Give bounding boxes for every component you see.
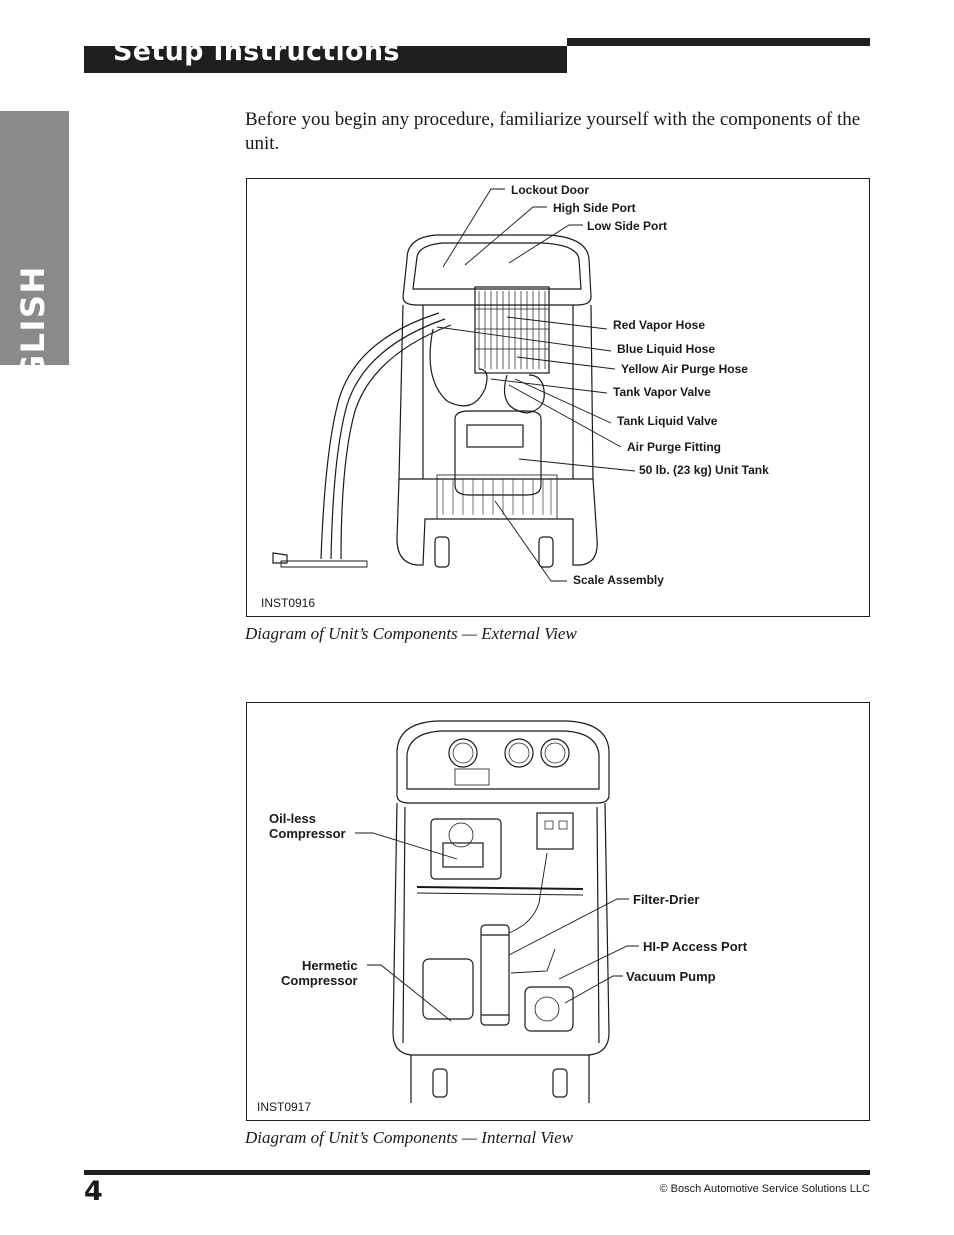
internal-view-figure: Oil-less Compressor Hermetic Compressor … [246, 702, 870, 1121]
figure-caption-external: Diagram of Unit’s Components — External … [245, 624, 577, 643]
page-number: 4 [84, 1176, 103, 1207]
callout-red-vapor-hose: Red Vapor Hose [613, 318, 706, 332]
callout-air-purge-fitting: Air Purge Fitting [627, 440, 721, 454]
callout-high-side-port: High Side Port [553, 201, 636, 215]
footer-rule [84, 1170, 870, 1175]
page-title: Setup Instructions [113, 36, 400, 67]
language-tab: ENGLISH [0, 111, 69, 433]
external-view-figure: Lockout Door High Side Port Low Side Por… [246, 178, 870, 617]
callout-tank-vapor-valve: Tank Vapor Valve [613, 385, 711, 399]
header-rule [567, 38, 870, 46]
figure-id: INST0917 [257, 1100, 312, 1114]
callout-tank-liquid-valve: Tank Liquid Valve [617, 414, 718, 428]
callout-scale-assembly: Scale Assembly [573, 573, 664, 587]
internal-view-illustration [355, 720, 639, 1103]
callout-blue-liquid-hose: Blue Liquid Hose [617, 342, 716, 356]
external-view-illustration [272, 188, 636, 582]
callout-vacuum-pump: Vacuum Pump [626, 969, 716, 984]
figure-caption-internal: Diagram of Unit’s Components — Internal … [245, 1128, 574, 1147]
callout-yellow-air-purge-hose: Yellow Air Purge Hose [621, 362, 748, 376]
header-bar [84, 46, 567, 73]
intro-paragraph: Before you begin any procedure, familiar… [245, 109, 861, 154]
callout-hi-p-access-port: HI-P Access Port [643, 939, 748, 954]
callout-lockout-door: Lockout Door [511, 183, 589, 197]
callout-low-side-port: Low Side Port [587, 219, 668, 233]
figure-id: INST0916 [261, 596, 316, 610]
callout-unit-tank: 50 lb. (23 kg) Unit Tank [639, 463, 769, 477]
callout-hermetic-compressor: Hermetic Compressor [281, 958, 358, 988]
copyright: © Bosch Automotive Service Solutions LLC [659, 1183, 871, 1195]
language-tab-label: ENGLISH [14, 265, 52, 433]
callout-filter-drier: Filter-Drier [633, 892, 700, 907]
callout-oil-less-compressor: Oil-less Compressor [269, 811, 346, 841]
